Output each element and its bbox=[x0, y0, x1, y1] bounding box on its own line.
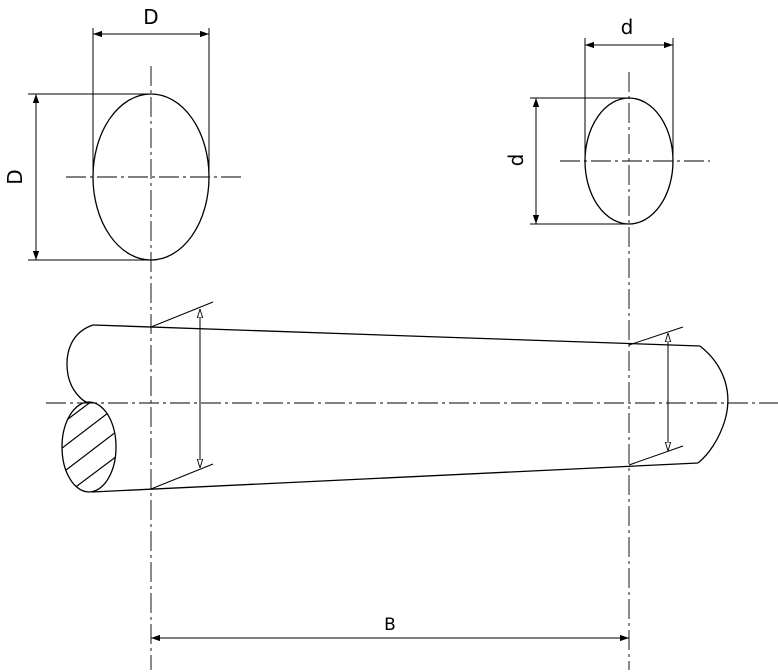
small-height-label: d bbox=[504, 154, 528, 167]
small-top-slant bbox=[628, 326, 684, 346]
large-top-slant bbox=[150, 301, 214, 328]
shaft-top-edge bbox=[92, 324, 701, 347]
large-width-label: D bbox=[143, 5, 158, 29]
length-dimension: B bbox=[151, 615, 629, 642]
small-width-label: d bbox=[621, 15, 634, 39]
shaft-right-end-curve bbox=[697, 345, 729, 464]
small-section-view: d d bbox=[504, 15, 710, 225]
large-height-label: D bbox=[3, 169, 27, 184]
small-bottom-slant bbox=[628, 445, 684, 466]
large-end-markers bbox=[150, 301, 214, 490]
section-hatching bbox=[62, 402, 116, 492]
shaft-bottom-edge bbox=[91, 462, 699, 493]
small-end-markers bbox=[628, 326, 684, 466]
shaft-left-break-curve bbox=[66, 324, 94, 404]
length-label: B bbox=[384, 615, 396, 635]
large-section-view: D D bbox=[3, 5, 244, 261]
shaft-left-section-ellipse bbox=[61, 401, 117, 493]
large-bottom-slant bbox=[150, 463, 214, 490]
